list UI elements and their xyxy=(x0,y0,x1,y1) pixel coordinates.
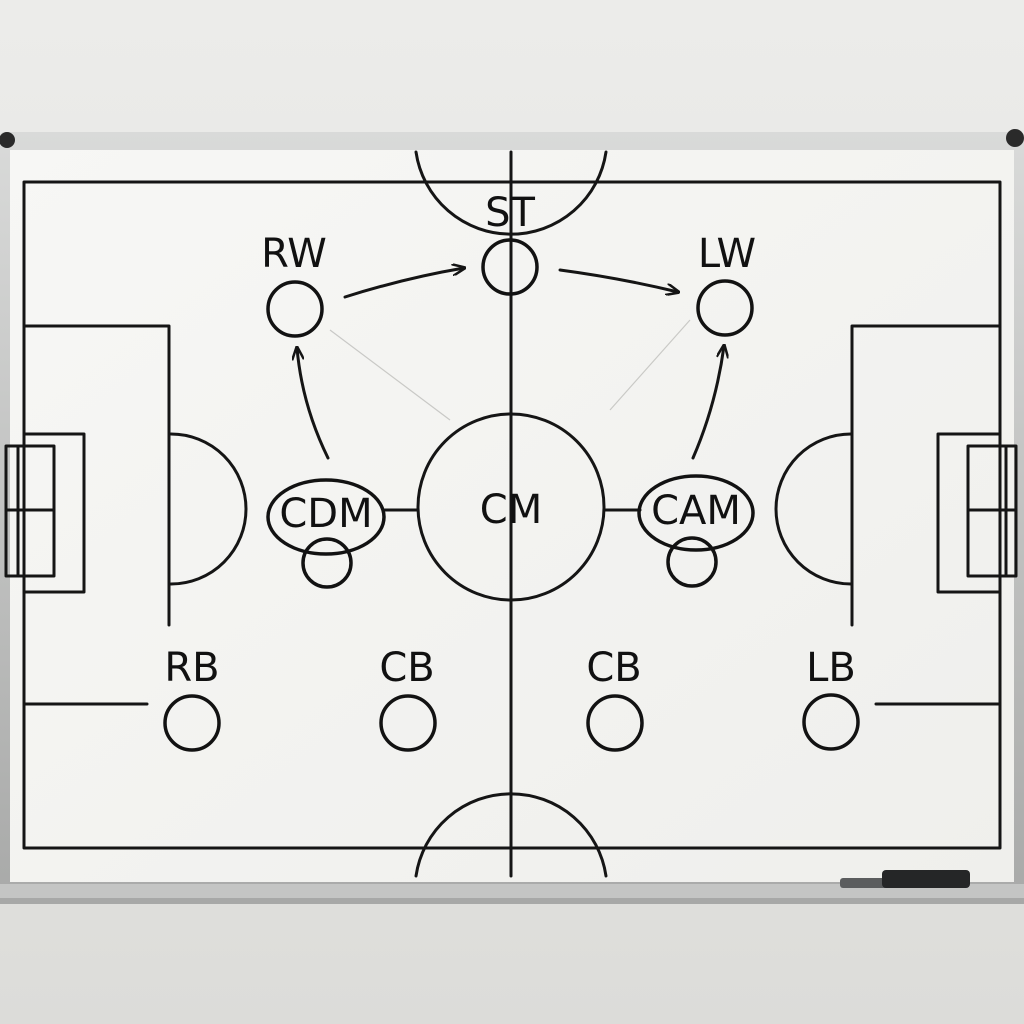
label-cb-left: CB xyxy=(379,645,434,691)
arrow-icon xyxy=(343,268,464,299)
player-marker-icon xyxy=(163,694,221,752)
movement-arrows xyxy=(297,268,724,460)
goal-icon xyxy=(966,444,1018,578)
player-marker-icon xyxy=(379,694,437,752)
player-marker-icon xyxy=(586,694,644,752)
label-st: ST xyxy=(485,190,535,236)
player-marker-icon xyxy=(802,693,860,751)
label-cam: CAM xyxy=(651,488,741,534)
player-marker-icon xyxy=(696,279,754,337)
label-cm: CM xyxy=(480,487,542,533)
label-rw: RW xyxy=(261,231,327,277)
marker-icon xyxy=(840,870,970,888)
magnet-icon xyxy=(1006,129,1024,147)
label-cdm: CDM xyxy=(279,491,372,537)
pitch-markings xyxy=(22,150,1002,878)
label-cb-right: CB xyxy=(586,645,641,691)
player-marker-icon xyxy=(481,238,539,296)
arrow-icon xyxy=(297,348,330,460)
label-lb: LB xyxy=(806,645,856,691)
label-rb: RB xyxy=(164,645,219,691)
label-lw: LW xyxy=(698,231,756,277)
player-marker-icon xyxy=(266,280,324,338)
tray-lip xyxy=(0,898,1024,904)
magnet-icon xyxy=(0,132,15,148)
cdm-bubble xyxy=(266,478,386,589)
arrow-icon xyxy=(691,346,724,460)
marker-tray xyxy=(0,884,1024,902)
arrow-icon xyxy=(558,268,678,292)
goal-icon xyxy=(4,444,56,578)
cam-bubble xyxy=(637,474,755,588)
